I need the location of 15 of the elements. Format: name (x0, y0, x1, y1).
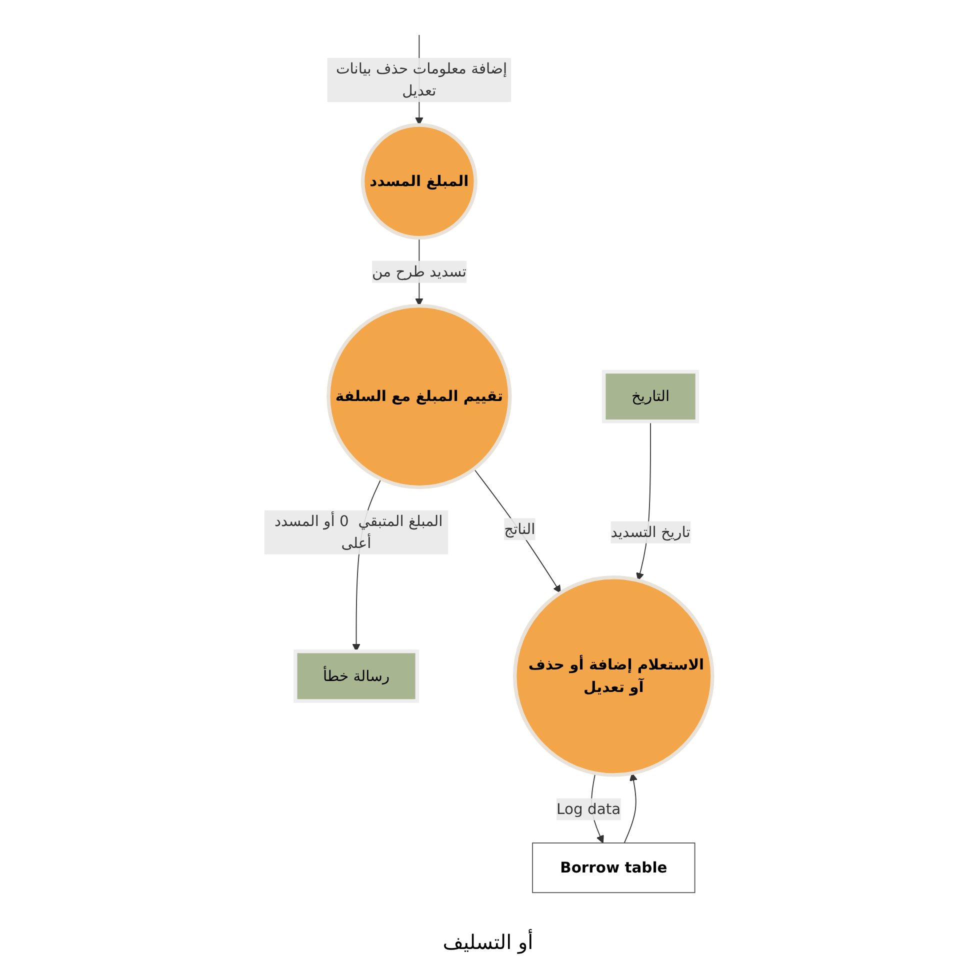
edge-label: Log data (556, 800, 620, 818)
arrow (623, 772, 638, 844)
arrow (473, 468, 560, 594)
node-circle: تقييم المبلغ مع السلفة (326, 304, 512, 490)
edge-label: تاريخ التسديد (610, 523, 690, 541)
note-text: أو التسليف (442, 930, 534, 954)
node-box: رسالة خطأ (293, 650, 419, 703)
node-box: التاريخ (602, 370, 699, 424)
edge-label: تسديد طرح من (372, 262, 466, 280)
node-circle: الاستعلام إضافة أو حذف آو تعديل (512, 576, 714, 777)
node-box: Borrow table (532, 842, 695, 894)
edge-label: إضافة معلومات حذف بيانات تعديل (336, 60, 507, 100)
edge-label: الناتج (504, 520, 535, 538)
node-circle: المبلغ المسدد (360, 123, 477, 240)
edge-label: المبلغ المتبقي 0 أو المسدد أعلى (274, 512, 442, 552)
